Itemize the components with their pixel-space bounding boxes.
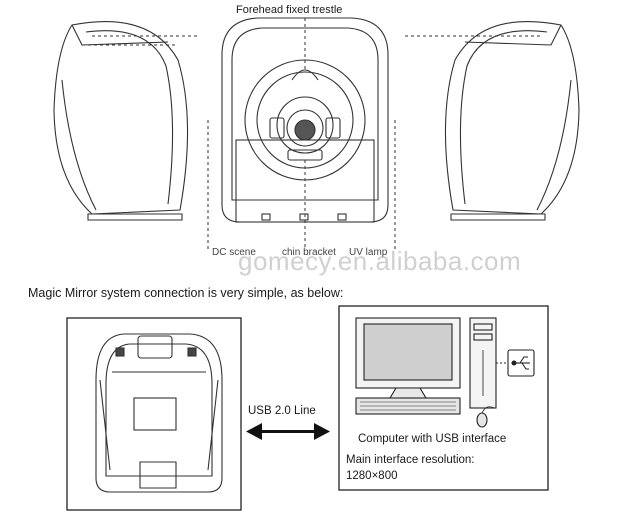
computer-illustration <box>355 317 535 428</box>
device-box-frame <box>66 317 242 511</box>
computer-label: Computer with USB interface <box>358 433 507 445</box>
chin-bracket-label: chin bracket <box>282 247 336 258</box>
mouse-icon <box>476 412 488 428</box>
resolution-value: 1280×800 <box>346 470 398 482</box>
usb-icon <box>507 349 535 377</box>
device-right-side-view <box>444 21 580 221</box>
usb-connection-arrow <box>246 423 330 440</box>
forehead-trestle-label: Forehead fixed trestle <box>236 4 343 16</box>
usb-line-label: USB 2.0 Line <box>248 405 316 417</box>
computer-box-frame <box>338 305 549 491</box>
dc-socket-label: DC scene <box>212 247 256 258</box>
uv-lamp-label: UV lamp <box>349 247 388 258</box>
resolution-label: Main interface resolution: <box>346 454 475 466</box>
watermark: gomecy.en.alibaba.com <box>238 246 522 276</box>
device-back-view <box>95 333 223 493</box>
device-left-side-view <box>53 21 189 221</box>
connection-intro-text: Magic Mirror system connection is very s… <box>28 286 344 300</box>
